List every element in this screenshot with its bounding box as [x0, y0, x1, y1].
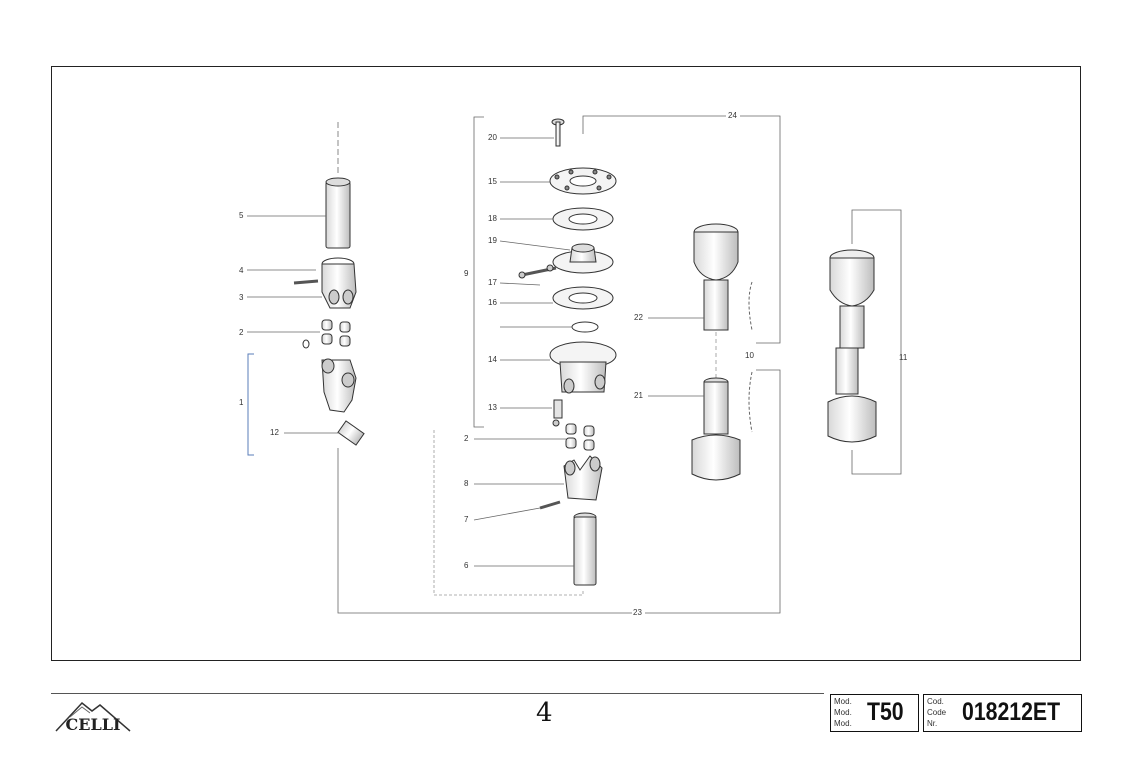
mod-label-1: Mod.	[834, 697, 852, 706]
part-15-flange	[549, 167, 617, 195]
callout-14: 14	[488, 355, 497, 364]
footer-rule	[51, 693, 824, 694]
callout-17: 17	[488, 278, 497, 287]
callout-16: 16	[488, 298, 497, 307]
part-20-bolt	[551, 118, 565, 147]
callout-2-left: 2	[239, 328, 244, 337]
callout-24: 24	[728, 111, 737, 120]
callout-18: 18	[488, 214, 497, 223]
callout-22: 22	[634, 313, 643, 322]
callout-1: 1	[239, 398, 244, 407]
celli-logo: CELLI	[55, 701, 131, 734]
callout-2-center: 2	[464, 434, 469, 443]
page-number: 4	[536, 698, 553, 728]
part-6-tube	[573, 512, 597, 586]
code-value: 018212ET	[962, 698, 1061, 726]
leader-lines	[247, 115, 902, 614]
callout-20: 20	[488, 133, 497, 142]
callout-6: 6	[464, 561, 469, 570]
callout-4: 4	[239, 266, 244, 275]
part-8-yoke	[563, 455, 603, 501]
part-16-friction-disc	[552, 286, 614, 310]
part-chains	[748, 281, 753, 433]
part-13-spring	[552, 399, 563, 427]
callout-9: 9	[464, 269, 469, 278]
part-2-cross-left	[302, 319, 351, 349]
callout-5: 5	[239, 211, 244, 220]
callout-12: 12	[270, 428, 279, 437]
code-box: Cod. Code Nr. 018212ET	[923, 694, 1082, 732]
part-21-shield	[691, 377, 741, 481]
part-7-pin	[539, 500, 561, 510]
callout-23: 23	[633, 608, 642, 617]
logo-text: CELLI	[66, 715, 121, 734]
model-box: Mod. Mod. Mod. T50	[830, 694, 919, 732]
model-value: T50	[867, 698, 904, 726]
part-35-ring	[571, 321, 599, 333]
part-2-cross-center	[565, 423, 595, 451]
part-11-complete-shaft	[827, 249, 877, 443]
part-12-lock	[337, 420, 365, 446]
bracket-1	[247, 353, 254, 456]
part-3-yoke	[321, 257, 357, 309]
callout-8: 8	[464, 479, 469, 488]
part-17-bolts	[518, 264, 557, 279]
part-1-yoke	[321, 358, 357, 413]
part-5-tube	[325, 177, 351, 249]
part-14-flange-yoke	[549, 341, 617, 394]
callout-15: 15	[488, 177, 497, 186]
part-19-hub	[552, 243, 614, 274]
callout-3: 3	[239, 293, 244, 302]
center-assembly	[518, 118, 617, 586]
code-label-2: Code	[927, 708, 947, 717]
mod-label-3: Mod.	[834, 719, 852, 728]
shields-assembly	[691, 223, 753, 481]
code-label-3: Nr.	[927, 719, 938, 728]
part-4-pin	[293, 279, 319, 285]
part-18-friction-disc	[552, 207, 614, 231]
code-label-1: Cod.	[927, 697, 944, 706]
drawing-frame	[51, 66, 1081, 661]
part-22-shield	[693, 223, 739, 331]
callout-13: 13	[488, 403, 497, 412]
callout-19: 19	[488, 236, 497, 245]
callout-10: 10	[745, 351, 754, 360]
left-assembly	[293, 122, 365, 446]
mod-label-2: Mod.	[834, 708, 852, 717]
callout-11: 11	[899, 353, 908, 362]
callout-7: 7	[464, 515, 469, 524]
callout-21: 21	[634, 391, 643, 400]
